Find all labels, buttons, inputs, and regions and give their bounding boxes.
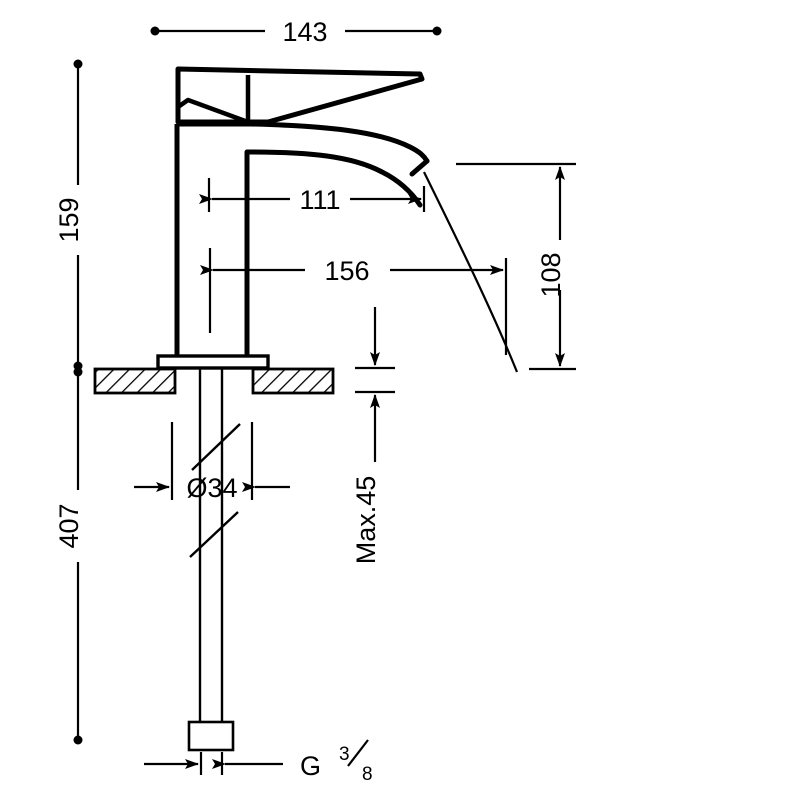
dimension-spout-reach: 111: [199, 178, 426, 215]
countertop-right-section: [251, 367, 335, 395]
dim-label-g38-letter: G: [300, 751, 321, 781]
dim-label-max45: Max.45: [351, 476, 381, 565]
spout-upper-profile: [249, 121, 430, 164]
spout-lower-profile: [244, 149, 423, 208]
base-flange: [156, 354, 270, 370]
dim-label-407: 407: [54, 503, 84, 548]
dimension-overall-width: 143: [150, 17, 442, 47]
dimension-thread-connection: G 3 8: [144, 739, 373, 785]
fraction-slash: [347, 739, 369, 767]
dim-label-g38-numerator: 3: [339, 744, 350, 765]
countertop-left-section: [93, 367, 177, 395]
water-stream-arc: [423, 171, 519, 373]
dimension-body-height: 159: [54, 59, 84, 371]
dim-label-143: 143: [282, 17, 327, 47]
lever-handle-underside: [175, 97, 251, 125]
dimension-max-counter-thickness: Max.45: [351, 307, 395, 564]
break-line-lower: [189, 511, 239, 558]
dim-label-156: 156: [324, 256, 369, 286]
dim-label-108: 108: [536, 252, 566, 297]
dimension-spout-height: 108: [456, 162, 576, 371]
dim-label-g38-denominator: 8: [362, 764, 373, 785]
dim-label-159: 159: [54, 197, 84, 242]
faucet-geometry: [93, 66, 519, 752]
thread-connector-block: [187, 720, 235, 752]
dimension-mounting-hole: Ø34: [134, 422, 290, 503]
lever-handle-outline: [175, 66, 425, 125]
break-line-upper: [191, 423, 241, 471]
dim-label-d34: Ø34: [186, 473, 237, 503]
dimension-hose-length: 407: [54, 367, 84, 745]
dim-label-111: 111: [299, 185, 340, 215]
dimension-spout-outlet-reach: 156: [200, 248, 508, 355]
spout-outlet-face: [409, 158, 430, 177]
